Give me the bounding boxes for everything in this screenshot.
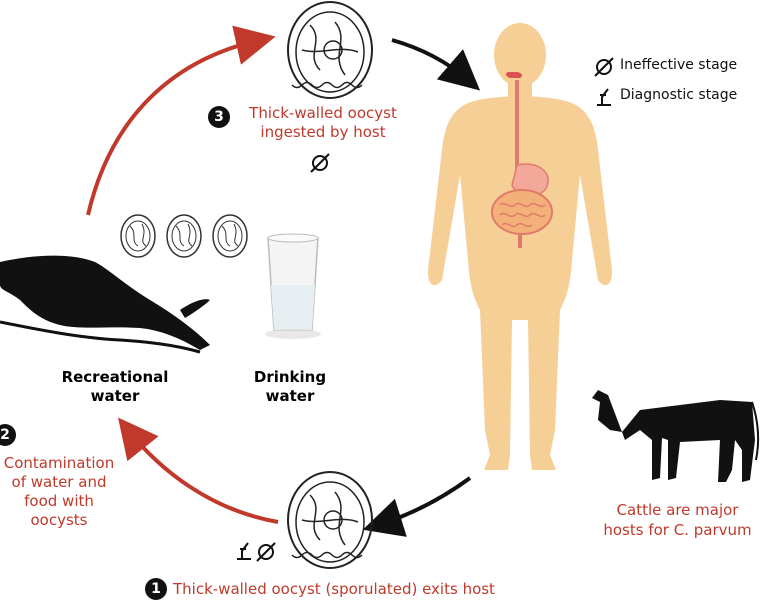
water-glass-icon (265, 233, 321, 339)
step3-line2: ingested by host (260, 123, 386, 141)
step2-line2: of water and (11, 473, 107, 491)
arrow-oocyst-to-host (391, 38, 481, 91)
small-oocysts (120, 214, 248, 258)
infective-stage-icon (594, 57, 614, 77)
oocyst-icon (287, 1, 373, 99)
arrow-water-to-oocyst (86, 25, 276, 216)
legend-diagnostic: Diagnostic stage (620, 87, 737, 103)
swimmer-icon (0, 255, 210, 354)
step1-block: 1 Thick-walled oocyst (sporulated) exits… (145, 578, 565, 600)
drinking-water-label: Drinking water (235, 368, 345, 406)
recreational-water-label: Recreational water (50, 368, 180, 406)
cattle-line2: hosts for C. parvum (603, 521, 752, 539)
recreational-line2: water (90, 387, 140, 405)
cattle-line1: Cattle are major (616, 501, 739, 519)
drinking-line1: Drinking (253, 368, 327, 386)
step3-number: 3 (208, 106, 230, 128)
legend-infective: Ineffective stage (620, 57, 737, 73)
digestive-tract (491, 72, 553, 248)
step2-block: 2 Contamination of water and food with o… (0, 424, 124, 530)
recreational-line1: Recreational (61, 368, 169, 386)
infective-stage-icon (256, 542, 276, 562)
diagnostic-stage-icon (237, 542, 251, 560)
infective-stage-icon (310, 153, 330, 173)
cow-icon (592, 390, 760, 482)
diagnostic-stage-icon (597, 88, 611, 106)
step2-line1: Contamination (3, 454, 115, 472)
step2-line4: oocysts (30, 511, 88, 529)
human-body-icon (427, 23, 613, 470)
step2-line3: food with (24, 492, 94, 510)
legend-infective-label: Ineffective stage (620, 57, 738, 73)
cattle-caption: Cattle are major hosts for C. parvum (585, 500, 770, 540)
step1-text: Thick-walled oocyst (sporulated) exits h… (173, 579, 495, 598)
step1-number: 1 (145, 578, 167, 600)
oocyst-icon (287, 471, 373, 569)
arrow-host-to-oocyst (362, 476, 472, 537)
step3-line1: Thick-walled oocyst (249, 104, 397, 122)
step2-number: 2 (0, 424, 16, 446)
drinking-line2: water (265, 387, 315, 405)
arrow-oocyst-to-water (118, 417, 279, 524)
legend-diagnostic-label: Diagnostic stage (620, 87, 738, 103)
step3-block: 3 Thick-walled oocyst ingested by host (208, 104, 428, 142)
